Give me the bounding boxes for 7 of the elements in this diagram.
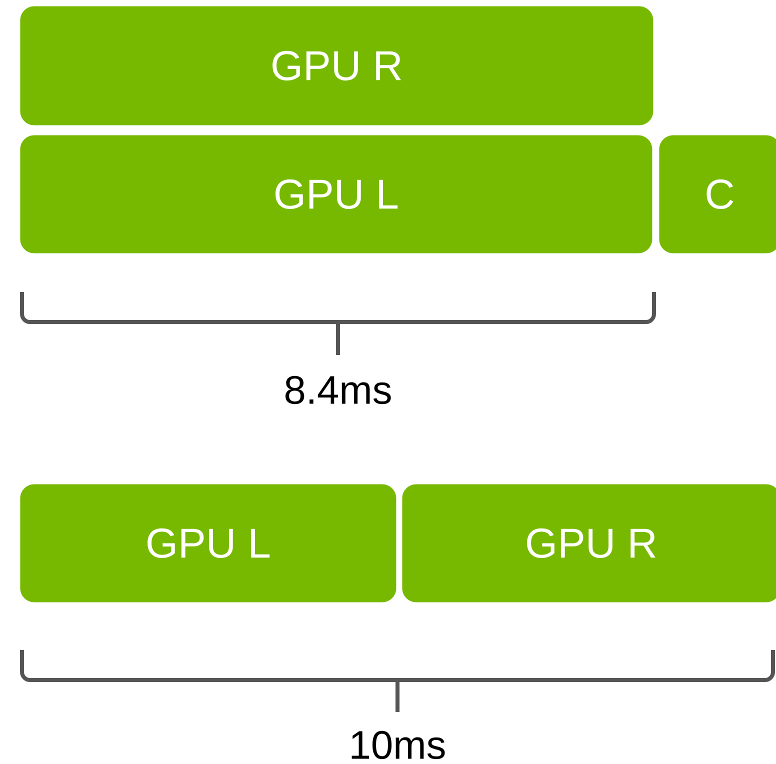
- time-block: GPU L: [20, 135, 652, 254]
- duration-label: 8.4ms: [285, 376, 391, 404]
- time-block: GPU R: [20, 6, 654, 126]
- duration-label: 10ms: [352, 730, 445, 760]
- time-block: C: [659, 135, 776, 254]
- time-block: GPU L: [20, 484, 396, 602]
- time-block: GPU R: [402, 484, 776, 602]
